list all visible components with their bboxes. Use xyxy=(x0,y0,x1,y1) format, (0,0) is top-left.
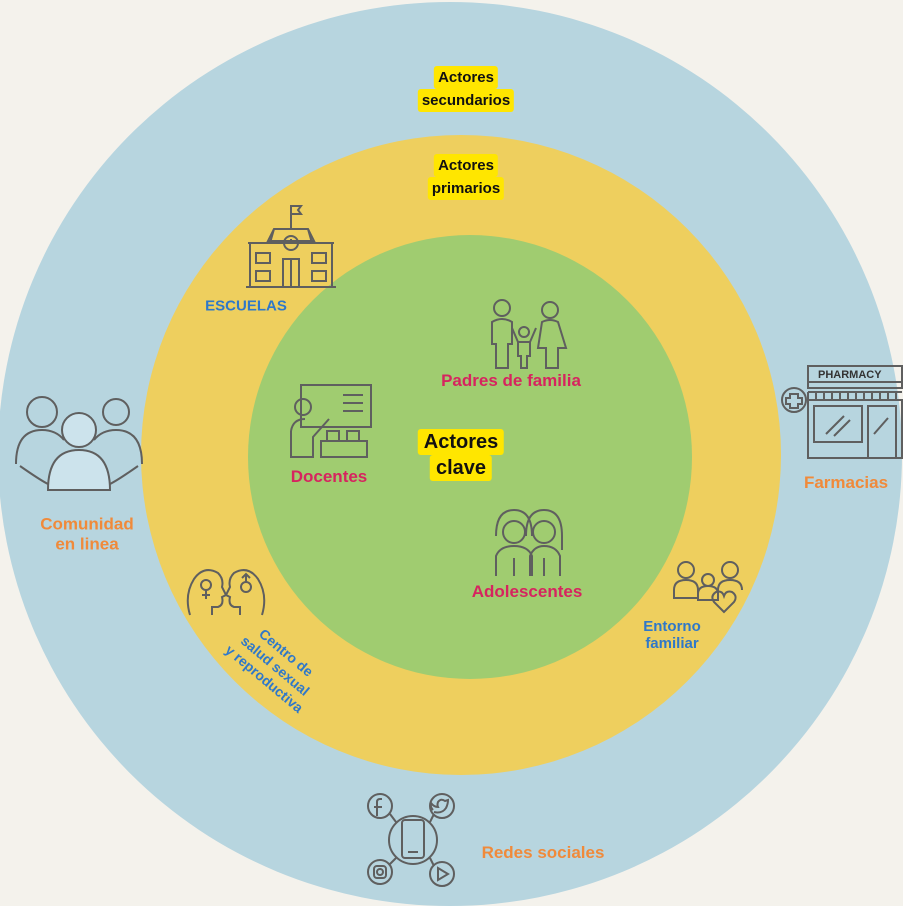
social-media-phone-icon xyxy=(364,790,462,888)
online-community-line2: en linea xyxy=(55,534,119,553)
adolescents-label: Adolescentes xyxy=(471,582,583,602)
online-community-label: Comunidad en linea xyxy=(40,514,134,553)
secondary-label-line2: secundarios xyxy=(417,89,515,112)
parents-label: Padres de familia xyxy=(441,371,581,391)
teachers-label: Docentes xyxy=(290,467,368,487)
social-networks-label: Redes sociales xyxy=(481,843,605,863)
school-icon xyxy=(244,203,338,291)
gender-heads-icon xyxy=(184,565,268,619)
secondary-label-line1: Actores xyxy=(434,66,498,89)
family-label: Entorno familiar xyxy=(643,618,701,653)
key-label-line1: Actores xyxy=(417,429,505,455)
pharmacy-sign-text: PHARMACY xyxy=(818,369,882,381)
secondary-actors-label: Actores secundarios xyxy=(417,66,515,112)
teenagers-icon xyxy=(492,506,566,578)
family-line1: Entorno xyxy=(643,617,701,635)
key-actors-label: Actores clave xyxy=(417,429,505,481)
family-heart-icon xyxy=(672,556,744,614)
teacher-board-icon xyxy=(287,383,375,459)
primary-label-line2: primarios xyxy=(427,177,505,200)
parents-child-icon xyxy=(484,298,574,370)
family-line2: familiar xyxy=(645,635,699,652)
schools-label: ESCUELAS xyxy=(205,297,287,315)
community-people-icon xyxy=(14,394,144,498)
online-community-line1: Comunidad xyxy=(40,514,134,534)
key-label-line2: clave xyxy=(429,455,493,481)
pharmacies-label: Farmacias xyxy=(803,473,889,493)
pharmacy-store-icon: PHARMACY xyxy=(778,364,903,460)
primary-actors-label: Actores primarios xyxy=(427,154,505,200)
primary-label-line1: Actores xyxy=(434,154,498,177)
